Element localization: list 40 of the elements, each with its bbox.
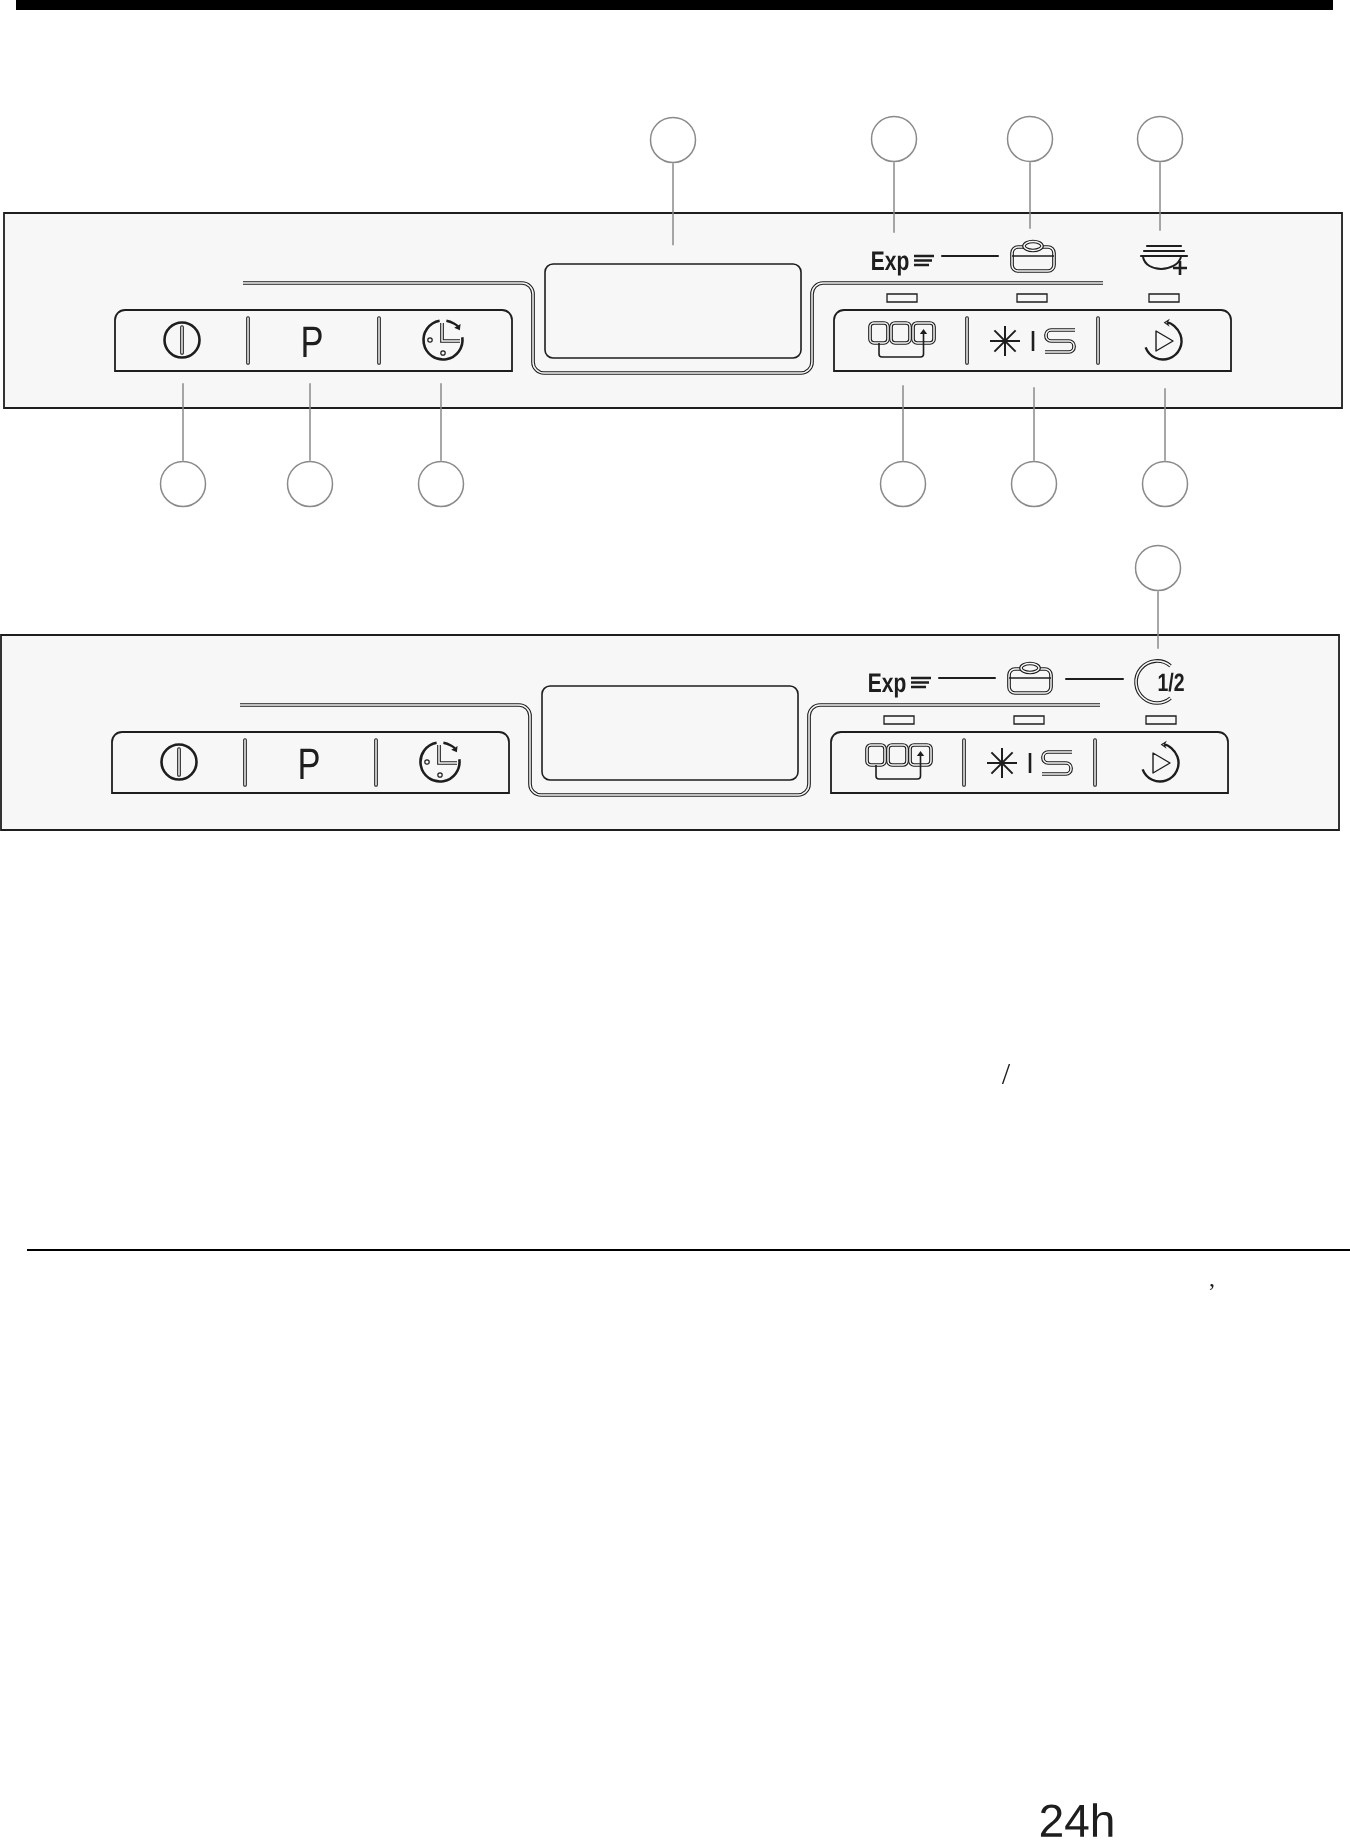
callout-circle	[649, 116, 697, 164]
display-window	[544, 263, 802, 359]
callout-circle	[879, 460, 927, 508]
star-s-button	[986, 747, 1073, 779]
leader-line	[1157, 590, 1159, 650]
program-label: P	[300, 748, 319, 779]
leader-line	[902, 384, 904, 462]
callout-circle	[159, 460, 207, 508]
callout-circle	[870, 115, 918, 163]
power-button	[163, 321, 201, 359]
program-label: P	[303, 326, 322, 357]
rack-button	[865, 743, 933, 780]
callout-circle	[1141, 460, 1189, 508]
callout-circle	[286, 460, 334, 508]
callout-circle	[1010, 460, 1058, 508]
callout-circle	[1006, 115, 1054, 163]
callout-circle	[1136, 115, 1184, 163]
power-button	[160, 743, 198, 781]
rack-button	[868, 321, 936, 358]
leader-line	[1029, 161, 1031, 230]
leader-line	[309, 382, 311, 462]
timer-button	[422, 319, 464, 361]
display-window	[541, 685, 799, 781]
star-s-button	[989, 325, 1076, 357]
leader-line	[893, 161, 895, 234]
comma-mark: ,	[1209, 1283, 1214, 1291]
container-icon	[1007, 661, 1053, 695]
leader-line	[182, 382, 184, 462]
leader-line	[672, 162, 674, 246]
dishes-plus-icon	[1139, 244, 1189, 277]
leader-line	[440, 382, 442, 462]
timer-button	[419, 741, 461, 783]
leader-line	[1159, 161, 1161, 232]
callout-circle	[417, 460, 465, 508]
callout-circle	[1134, 544, 1182, 592]
time-digits: 24h	[1040, 1803, 1113, 1837]
leader-line	[1033, 386, 1035, 462]
leader-line	[1164, 387, 1166, 462]
slash-mark: /	[1001, 1063, 1011, 1085]
container-icon	[1010, 239, 1056, 273]
